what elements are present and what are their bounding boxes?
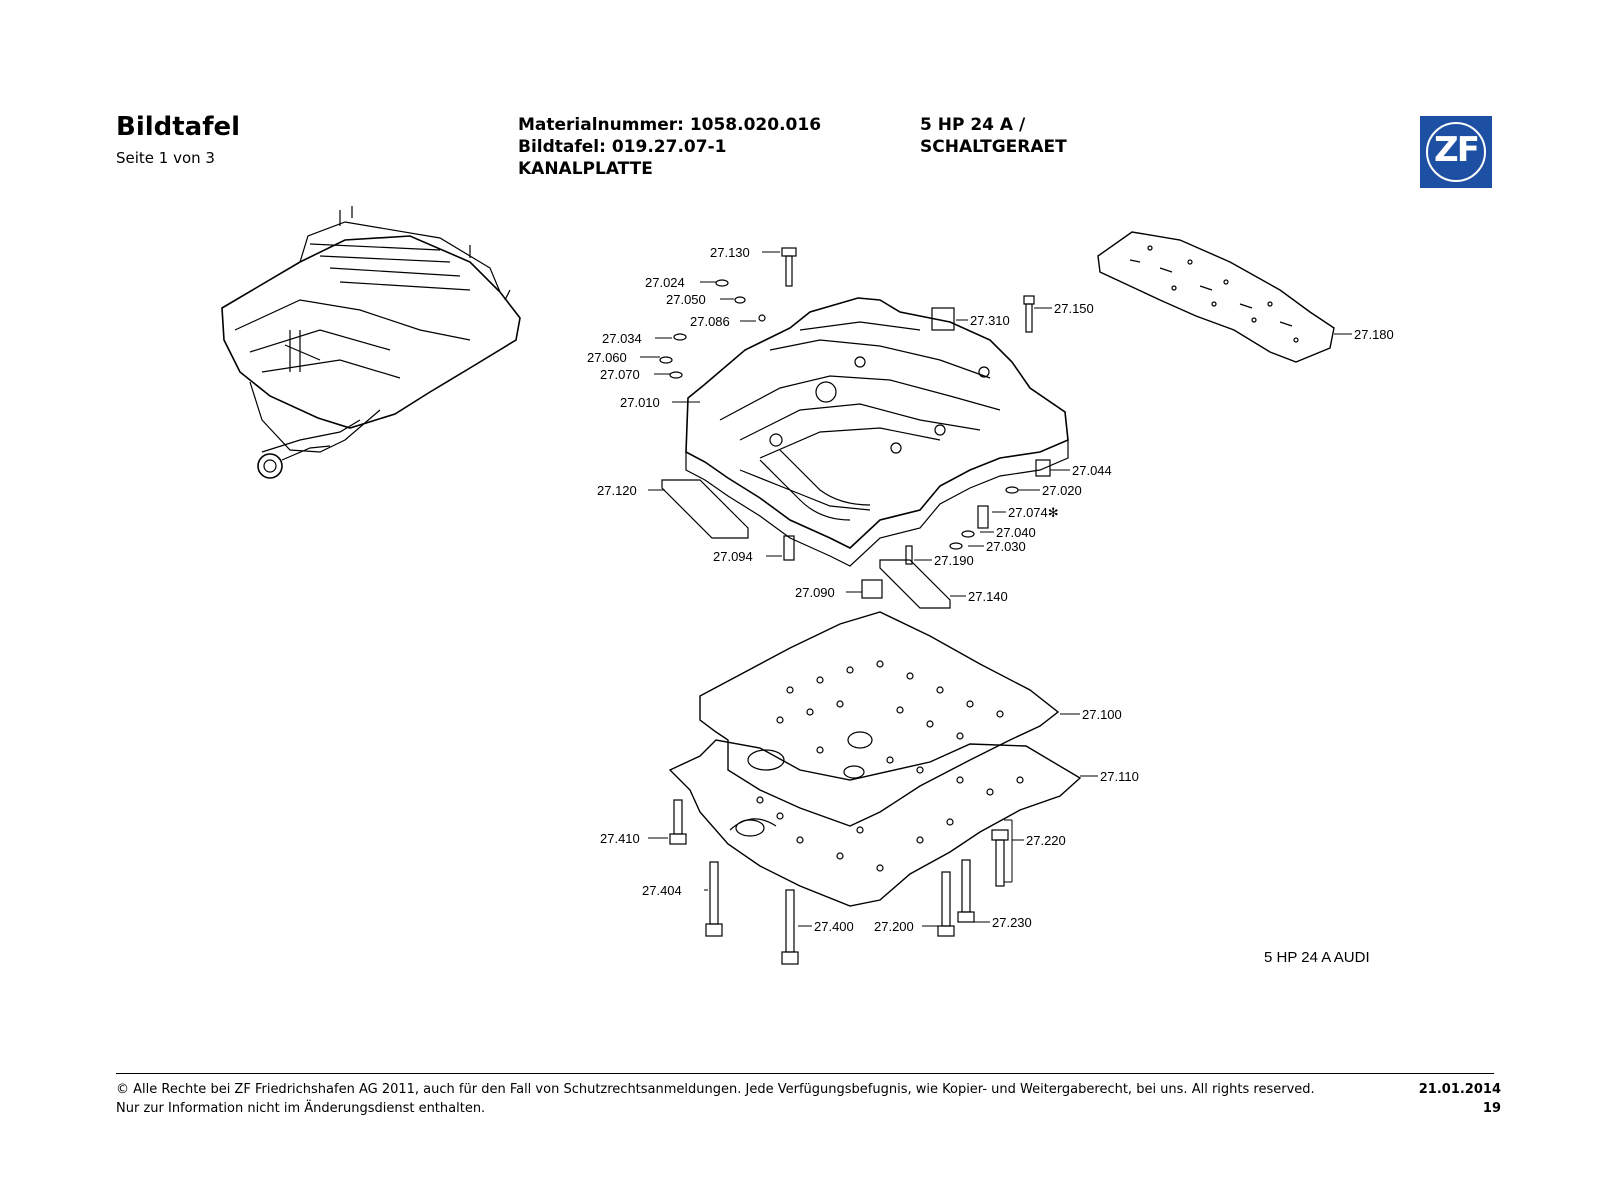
label-27100: 27.100 — [1082, 707, 1122, 722]
intermediate-plate-27110 — [668, 739, 1082, 907]
footer-text: © Alle Rechte bei ZF Friedrichshafen AG … — [116, 1080, 1315, 1118]
model-info: 5 HP 24 A / SCHALTGERAET — [920, 114, 1067, 158]
label-27044: 27.044 — [1072, 463, 1112, 478]
label-27180: 27.180 — [1354, 327, 1394, 342]
part-name: KANALPLATTE — [518, 159, 653, 179]
label-27090: 27.090 — [795, 585, 835, 600]
label-27086: 27.086 — [690, 314, 730, 329]
label-27190: 27.190 — [934, 553, 974, 568]
diagram-caption: 5 HP 24 A AUDI — [1264, 949, 1370, 966]
label-27074: 27.074✻ — [1008, 505, 1059, 520]
label-27130: 27.130 — [710, 245, 750, 260]
footer-meta: 21.01.2014 19 — [1419, 1080, 1501, 1118]
copyright-notice: © Alle Rechte bei ZF Friedrichshafen AG … — [116, 1082, 1315, 1097]
small-parts — [659, 247, 1051, 609]
material-info: Materialnummer: 1058.020.016 Bildtafel: … — [518, 114, 821, 180]
page-number: 19 — [1482, 1101, 1501, 1116]
channel-plate-27010 — [685, 297, 1069, 567]
separating-plate-27180 — [1097, 231, 1335, 363]
assembled-valve-body-illustration — [221, 206, 521, 479]
label-27230: 27.230 — [992, 915, 1032, 930]
intermediate-plate-27100 — [699, 611, 1060, 827]
logo-ring — [1426, 122, 1486, 182]
label-27400: 27.400 — [814, 919, 854, 934]
label-27030: 27.030 — [986, 539, 1026, 554]
bolts-lower — [669, 799, 1009, 965]
label-27220: 27.220 — [1026, 833, 1066, 848]
label-27140: 27.140 — [968, 589, 1008, 604]
footer-divider — [116, 1073, 1494, 1074]
material-number: Materialnummer: 1058.020.016 — [518, 115, 822, 135]
label-27020: 27.020 — [1042, 483, 1082, 498]
label-27200: 27.200 — [874, 919, 914, 934]
label-27034: 27.034 — [602, 331, 642, 346]
label-27010: 27.010 — [620, 395, 660, 410]
label-27070: 27.070 — [600, 367, 640, 382]
label-27024: 27.024 — [645, 275, 685, 290]
page-count: Seite 1 von 3 — [116, 149, 215, 167]
bildtafel-number: Bildtafel: 019.27.07-1 — [518, 137, 727, 157]
label-27050: 27.050 — [666, 292, 706, 307]
label-27310: 27.310 — [970, 313, 1010, 328]
label-27150: 27.150 — [1054, 301, 1094, 316]
plate-holes — [756, 660, 1024, 872]
page-title: Bildtafel — [116, 112, 241, 142]
label-27060: 27.060 — [587, 350, 627, 365]
info-note: Nur zur Information nicht im Änderungsdi… — [116, 1101, 486, 1116]
label-27040: 27.040 — [996, 525, 1036, 540]
model-line-1: 5 HP 24 A / — [920, 115, 1026, 135]
model-line-2: SCHALTGERAET — [920, 137, 1067, 157]
label-27110: 27.110 — [1100, 769, 1139, 784]
part-labels: 27.130 27.024 27.050 27.086 27.034 27.06… — [587, 245, 1394, 966]
label-27410: 27.410 — [600, 831, 640, 846]
label-27404: 27.404 — [642, 883, 682, 898]
leader-lines — [640, 251, 1352, 927]
label-27120: 27.120 — [597, 483, 637, 498]
document-date: 21.01.2014 — [1418, 1082, 1501, 1097]
label-27094: 27.094 — [713, 549, 753, 564]
zf-logo: ZF — [1420, 116, 1492, 188]
logo-text: ZF — [1434, 130, 1480, 170]
